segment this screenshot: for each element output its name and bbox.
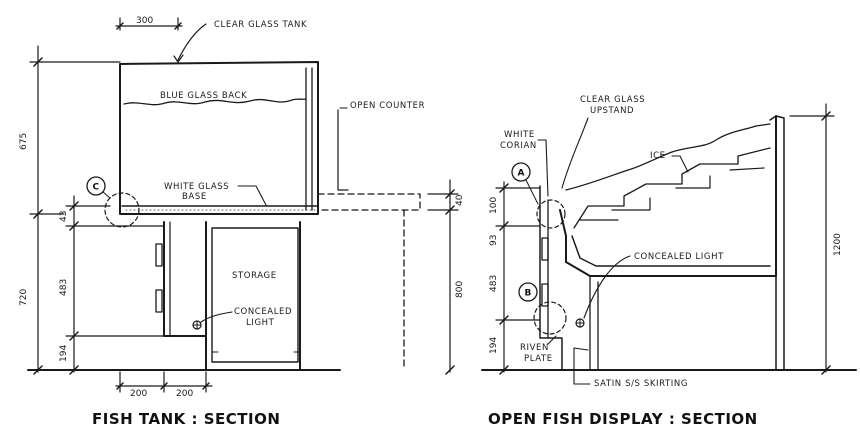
detail-marker-c [86,176,106,196]
dim-675-text: 675 [19,133,29,150]
dim-left-inner-ticks [69,201,79,375]
water-line [123,98,307,106]
dim-1200-ticks [821,111,831,375]
open-counter-leader [337,109,349,191]
white-glass-label-2: BASE [182,192,207,202]
tank-outline [119,61,319,215]
white-corian-label-2: CORIAN [500,141,537,151]
upstand-leader [561,117,589,189]
clear-glass-tank-label: CLEAR GLASS TANK [214,20,307,30]
corian-leader [537,139,549,197]
front-skirting-post [589,275,599,371]
hinge-lower [155,289,163,313]
detail-callout-a [536,199,566,229]
concealed-light-label-1: CONCEALED [234,307,292,317]
dim-800-ticks [445,189,455,375]
storage-cabinet [163,221,301,371]
detail-callout-b [533,301,567,335]
marker-c-leader [102,191,111,199]
display-tray-inner [571,235,771,267]
open-fish-display-section: A B CLEAR GLASS UPSTAND WHITE CORIAN ICE… [481,95,857,428]
clear-glass-upstand-label-2: UPSTAND [590,106,634,116]
riven-plate-label-2: PLATE [524,354,553,364]
detail-marker-b-label: B [525,289,532,299]
dim-right-inner-ticks [499,183,509,375]
dim-194-text: 194 [59,345,69,362]
satin-skirting-label: SATIN S/S SKIRTING [594,379,688,389]
concealed-light-leader [200,311,233,323]
dim-300-text: 300 [136,16,153,26]
dim-43-text: 43 [59,211,69,222]
dim-300-ticks [116,22,182,30]
white-corian-label-1: WHITE [504,130,535,140]
display-light-leader [583,255,631,319]
dim-left-outer-ext [29,61,121,371]
hinge-upper [155,243,163,267]
light-cross [192,320,202,330]
storage-door [211,227,299,363]
display-concealed-light-label: CONCEALED LIGHT [634,252,724,262]
dim-40-text: 40 [455,194,465,206]
dim-1200-line [789,103,835,373]
white-glass-leader [237,185,267,206]
back-upstand [769,115,785,371]
clear-glass-tank-arrow [173,54,184,63]
front-column [539,185,563,371]
riven-plate-label-1: RIVEN [520,343,549,353]
dim-100-text: 100 [489,197,499,214]
ice-leader [671,155,689,173]
open-counter-label: OPEN COUNTER [350,101,425,111]
dim-720-text: 720 [19,289,29,306]
dim-483-text: 483 [59,279,69,296]
detail-marker-a-label: A [518,169,525,179]
riven-plate-leader [547,335,557,345]
front-hinge-lower [541,283,549,307]
display-light-cross [575,318,585,328]
dim-bottom-ticks [116,382,210,390]
dim-194-right-text: 194 [489,337,499,354]
dim-800-line [427,179,459,373]
white-glass-label-1: WHITE GLASS [164,182,229,192]
concealed-light-label-2: LIGHT [246,318,275,328]
dim-200b-text: 200 [176,389,193,399]
stepped-rack [573,147,771,229]
dim-93-text: 93 [489,235,499,246]
detail-marker-b [518,282,538,302]
clear-glass-tank-leader [177,23,207,61]
dim-1200-text: 1200 [833,233,843,256]
glass-back-wall [305,67,313,211]
clear-glass-upstand-label-1: CLEAR GLASS [580,95,645,105]
dim-483-right-text: 483 [489,275,499,292]
dim-800-text: 800 [455,281,465,298]
fish-tank-title: FISH TANK : SECTION [92,410,280,428]
display-tray [559,115,777,277]
dim-300-line [115,17,183,31]
dim-200a-text: 200 [130,389,147,399]
storage-label: STORAGE [232,271,277,281]
dim-right-inner [495,181,541,373]
skirting-leader [573,347,591,385]
fish-tank-section: C 300 CLEAR GLASS TANK BLUE GLASS BACK O… [19,16,465,428]
detail-marker-c-label: C [93,183,100,193]
dim-left-inner-ext [65,205,165,337]
front-hinge-upper [541,237,549,261]
blue-glass-back-label: BLUE GLASS BACK [160,91,247,101]
ice-surface [565,123,771,191]
marker-a-leader [525,179,539,205]
ice-label: ICE [650,151,666,161]
dim-left-outer-ticks [33,57,43,375]
stepped-rack-lines [579,167,765,221]
open-fish-display-title: OPEN FISH DISPLAY : SECTION [488,410,758,428]
detail-marker-a [511,162,531,182]
open-counter-top [317,193,421,211]
detail-callout-c [104,192,140,228]
